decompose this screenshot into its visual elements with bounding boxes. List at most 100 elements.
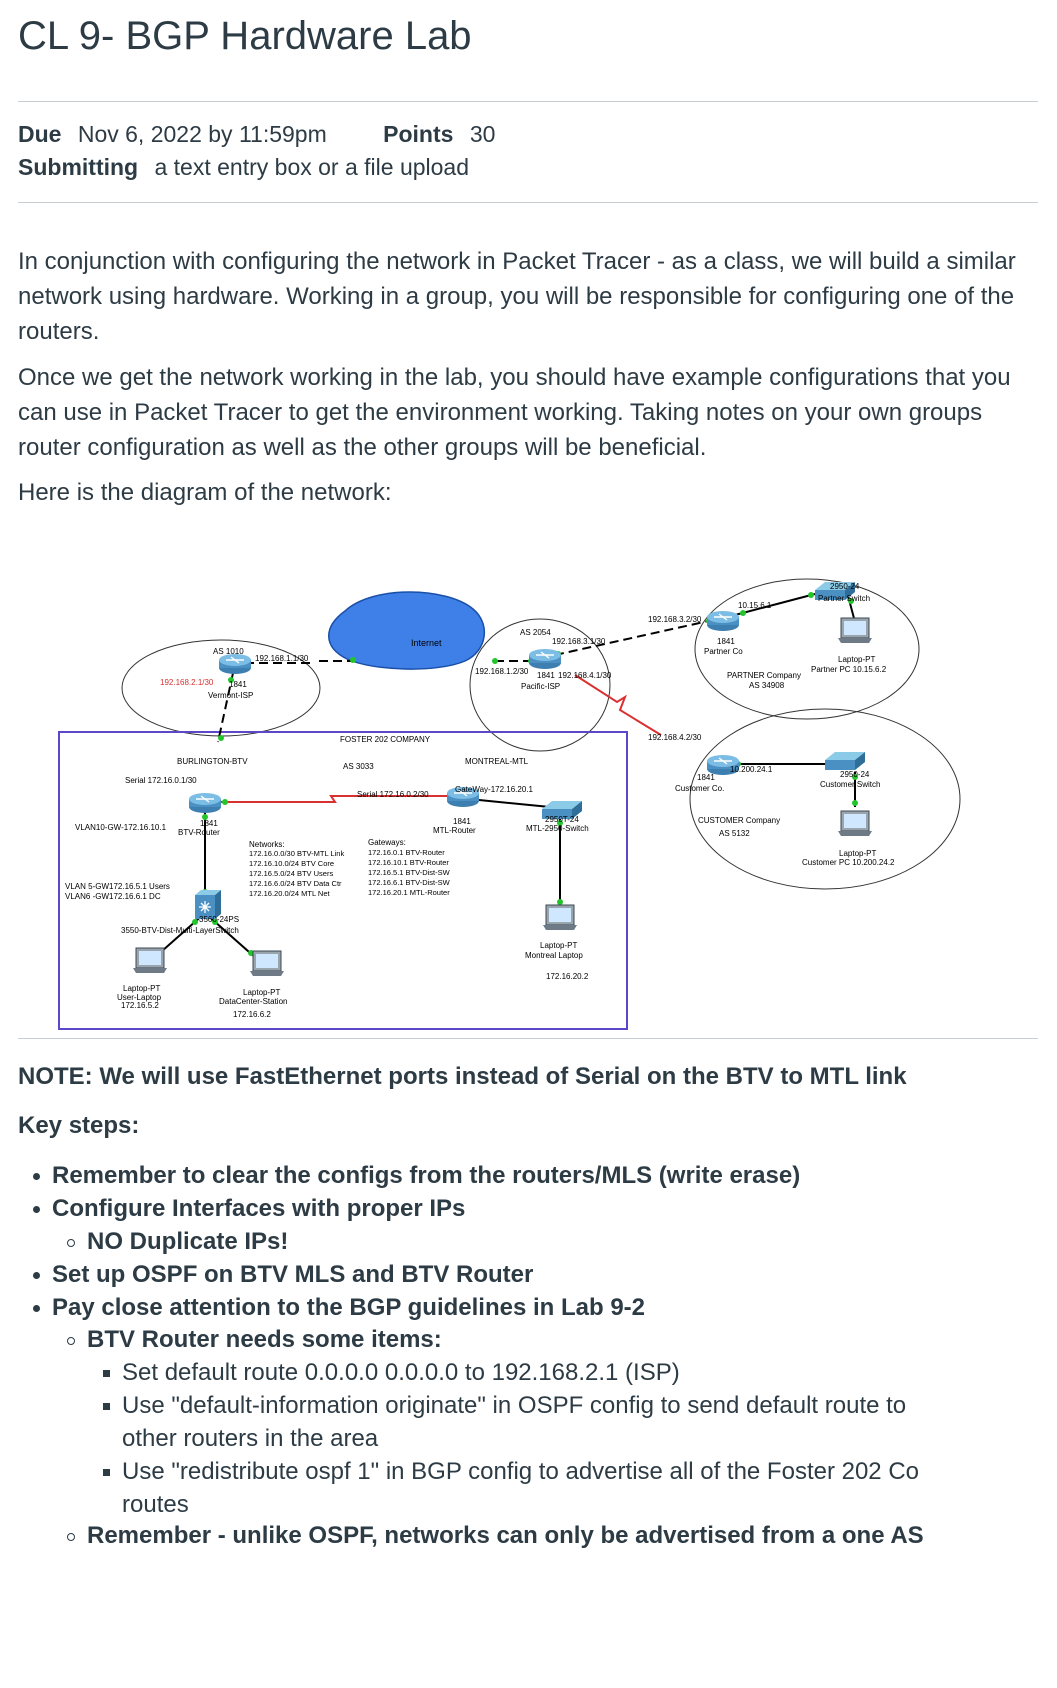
- svg-text:AS 5132: AS 5132: [719, 829, 750, 838]
- bullet-disc: [33, 1272, 40, 1279]
- montreal-laptop-icon: [542, 904, 578, 931]
- svg-text:2950T-24: 2950T-24: [545, 815, 579, 824]
- svg-text:172.16.5.2: 172.16.5.2: [121, 1001, 159, 1010]
- svg-text:Laptop-PT: Laptop-PT: [540, 941, 577, 950]
- svg-text:DataCenter-Station: DataCenter-Station: [219, 997, 287, 1006]
- svg-text:2950-24: 2950-24: [830, 582, 860, 591]
- network-diagram: Internet: [58, 578, 961, 1030]
- diagram-intro: Here is the diagram of the network:: [18, 479, 392, 506]
- svg-text:192.168.4.1/30: 192.168.4.1/30: [558, 671, 612, 680]
- due-value: Nov 6, 2022 by 11:59pm: [77, 121, 327, 147]
- instructions-paragraph: Once we get the network working in the l…: [18, 364, 1011, 461]
- btv-mtl-link: [220, 795, 457, 803]
- svg-text:172.16.0.0/30 BTV-MTL Link: 172.16.0.0/30 BTV-MTL Link: [249, 849, 344, 858]
- mtl-switch-link: [468, 798, 561, 809]
- svg-text:Serial 172.16.0.2/30: Serial 172.16.0.2/30: [357, 790, 429, 799]
- svg-text:1841: 1841: [229, 680, 247, 689]
- list-item: BTV Router needs some items:: [87, 1326, 442, 1353]
- list-item: Configure Interfaces with proper IPs: [52, 1195, 466, 1222]
- svg-text:1841: 1841: [200, 819, 218, 828]
- svg-text:Pacific-ISP: Pacific-ISP: [521, 682, 560, 691]
- svg-text:172.16.6.1 BTV-Dist-SW: 172.16.6.1 BTV-Dist-SW: [368, 878, 451, 887]
- svg-text:1841: 1841: [537, 671, 555, 680]
- svg-text:Laptop-PT: Laptop-PT: [839, 849, 876, 858]
- svg-text:172.16.0.1 BTV-Router: 172.16.0.1 BTV-Router: [368, 848, 445, 857]
- list-item: Remember - unlike OSPF, networks can onl…: [87, 1522, 924, 1549]
- bullet-circle: [67, 1533, 75, 1541]
- svg-text:BURLINGTON-BTV: BURLINGTON-BTV: [177, 757, 248, 766]
- svg-text:172.16.5.0/24 BTV Users: 172.16.5.0/24 BTV Users: [249, 869, 333, 878]
- user-laptop-icon: [132, 947, 168, 974]
- svg-text:Vermont-ISP: Vermont-ISP: [208, 691, 253, 700]
- submitting-value: a text entry box or a file upload: [154, 154, 470, 180]
- svg-text:1841: 1841: [697, 773, 715, 782]
- svg-text:192.168.4.2/30: 192.168.4.2/30: [648, 733, 702, 742]
- svg-text:192.168.1.2/30: 192.168.1.2/30: [475, 667, 529, 676]
- bullet-square: [103, 1403, 110, 1410]
- partner-router-icon: [706, 610, 740, 632]
- customer-switch-icon: [825, 752, 865, 770]
- vermont-internet-link: [245, 660, 351, 664]
- svg-text:BTV-Router: BTV-Router: [178, 828, 220, 837]
- list-item: Pay close attention to the BGP guideline…: [52, 1294, 646, 1321]
- svg-text:MTL-Router: MTL-Router: [433, 826, 476, 835]
- svg-text:PARTNER Company: PARTNER Company: [727, 671, 801, 680]
- svg-text:Partner PC 10.15.6.2: Partner PC 10.15.6.2: [811, 665, 887, 674]
- foster-boundary: [58, 731, 628, 1030]
- pacific-isp-zone: [469, 618, 611, 752]
- bullet-square: [103, 1469, 110, 1476]
- svg-text:Laptop-PT: Laptop-PT: [243, 988, 280, 997]
- customer-zone: [689, 708, 961, 890]
- svg-text:Serial 172.16.0.1/30: Serial 172.16.0.1/30: [125, 776, 197, 785]
- svg-text:VLAN6 -GW172.16.6.1 DC: VLAN6 -GW172.16.6.1 DC: [65, 892, 161, 901]
- bullet-circle: [67, 1337, 75, 1345]
- vermont-router-icon: [218, 653, 252, 675]
- bullet-square: [103, 1370, 110, 1377]
- svg-text:172.16.6.0/24 BTV Data Ctr: 172.16.6.0/24 BTV Data Ctr: [249, 879, 342, 888]
- svg-text:Partner Co: Partner Co: [704, 647, 743, 656]
- svg-text:172.16.20.0/24 MTL Net: 172.16.20.0/24 MTL Net: [249, 889, 331, 898]
- svg-text:Customer Co.: Customer Co.: [675, 784, 724, 793]
- divider: [18, 202, 1038, 203]
- svg-text:2950-24: 2950-24: [840, 770, 870, 779]
- list-item: Set up OSPF on BTV MLS and BTV Router: [52, 1261, 534, 1288]
- svg-text:3550-BTV-Dist-Multi-LayerSwitc: 3550-BTV-Dist-Multi-LayerSwitch: [121, 926, 239, 935]
- submitting-row: Submitting a text entry box or a file up…: [18, 154, 469, 181]
- svg-text:1841: 1841: [717, 637, 735, 646]
- datacenter-laptop-icon: [249, 950, 285, 977]
- svg-text:CUSTOMER Company: CUSTOMER Company: [698, 816, 780, 825]
- svg-text:172.16.10.0/24 BTV Core: 172.16.10.0/24 BTV Core: [249, 859, 334, 868]
- partner-switch-link: [734, 593, 816, 616]
- svg-text:User-Laptop: User-Laptop: [117, 993, 162, 1002]
- svg-text:Customer PC 10.200.24.2: Customer PC 10.200.24.2: [802, 858, 895, 867]
- svg-text:1841: 1841: [453, 817, 471, 826]
- list-item: Set default route 0.0.0.0 0.0.0.0 to 192…: [122, 1359, 680, 1386]
- svg-text:192.168.3.1/30: 192.168.3.1/30: [552, 637, 606, 646]
- pacific-partner-link: [554, 619, 714, 656]
- partner-zone: [694, 578, 920, 720]
- svg-text:AS 2054: AS 2054: [520, 628, 551, 637]
- svg-text:172.16.20.1 MTL-Router: 172.16.20.1 MTL-Router: [368, 888, 450, 897]
- divider: [18, 101, 1038, 102]
- svg-text:Networks:: Networks:: [249, 840, 285, 849]
- due-row: Due Nov 6, 2022 by 11:59pm Points 30: [18, 121, 495, 148]
- svg-text:MTL-2950-Switch: MTL-2950-Switch: [526, 824, 589, 833]
- svg-text:FOSTER 202 COMPANY: FOSTER 202 COMPANY: [340, 735, 431, 744]
- list-item-continuation: other routers in the area: [122, 1425, 379, 1452]
- svg-text:3560-24PS: 3560-24PS: [199, 915, 239, 924]
- svg-text:AS 3033: AS 3033: [343, 762, 374, 771]
- list-item: Use "redistribute ospf 1" in BGP config …: [122, 1458, 920, 1485]
- customer-laptop-icon: [837, 810, 873, 837]
- svg-text:Laptop-PT: Laptop-PT: [123, 984, 160, 993]
- vermont-btv-link: [217, 672, 234, 743]
- bullet-disc: [33, 1173, 40, 1180]
- svg-text:VLAN10-GW-172.16.10.1: VLAN10-GW-172.16.10.1: [75, 823, 167, 832]
- intro-paragraph: In conjunction with configuring the netw…: [18, 248, 1016, 345]
- bullet-circle: [67, 1239, 75, 1247]
- note-text: NOTE: We will use FastEthernet ports ins…: [18, 1063, 907, 1090]
- svg-text:AS 34908: AS 34908: [749, 681, 785, 690]
- key-steps-heading: Key steps:: [18, 1112, 140, 1139]
- svg-text:192.168.2.1/30: 192.168.2.1/30: [160, 678, 214, 687]
- svg-text:MONTREAL-MTL: MONTREAL-MTL: [465, 757, 529, 766]
- bullet-disc: [33, 1206, 40, 1213]
